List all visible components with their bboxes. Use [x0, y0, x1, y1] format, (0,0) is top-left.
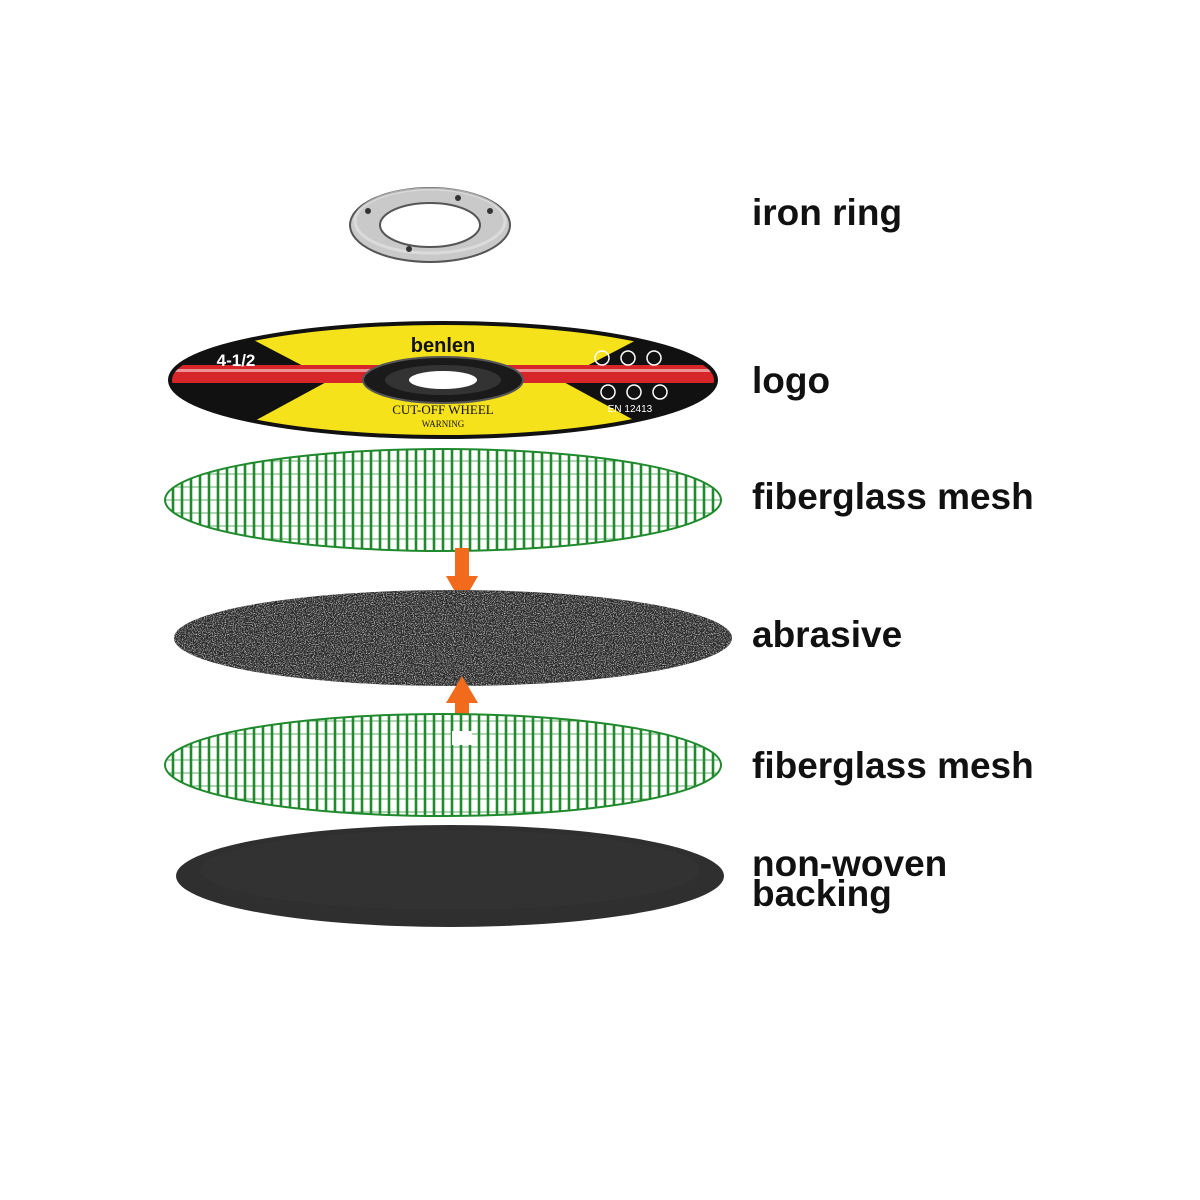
logo-warning-text: WARNING [422, 419, 465, 429]
label-non-woven-backing: non-woven backing [752, 843, 948, 914]
iron-ring-part [349, 187, 511, 263]
non-woven-backing-part [176, 825, 724, 927]
label-iron-ring: iron ring [752, 192, 903, 233]
label-logo: logo [752, 360, 831, 401]
fiberglass-mesh-top-part [164, 448, 722, 552]
logo-standard-text: EN 12413 [608, 404, 653, 415]
label-abrasive: abrasive [752, 614, 903, 655]
logo-title-text: CUT-OFF WHEEL [392, 402, 494, 417]
logo-brand-text: benlen [411, 335, 475, 357]
arrow-down-icon [446, 548, 478, 604]
fiberglass-mesh-bottom-part [164, 713, 722, 817]
logo-disc-part: benlen CUT-OFF WHEEL WARNING 4-1/2 EN 12… [168, 321, 718, 439]
abrasive-part [174, 590, 732, 686]
label-fiberglass-mesh-top: fiberglass mesh [752, 476, 1034, 517]
logo-size-text: 4-1/2 [217, 351, 256, 370]
label-fiberglass-mesh-bottom: fiberglass mesh [752, 745, 1034, 786]
